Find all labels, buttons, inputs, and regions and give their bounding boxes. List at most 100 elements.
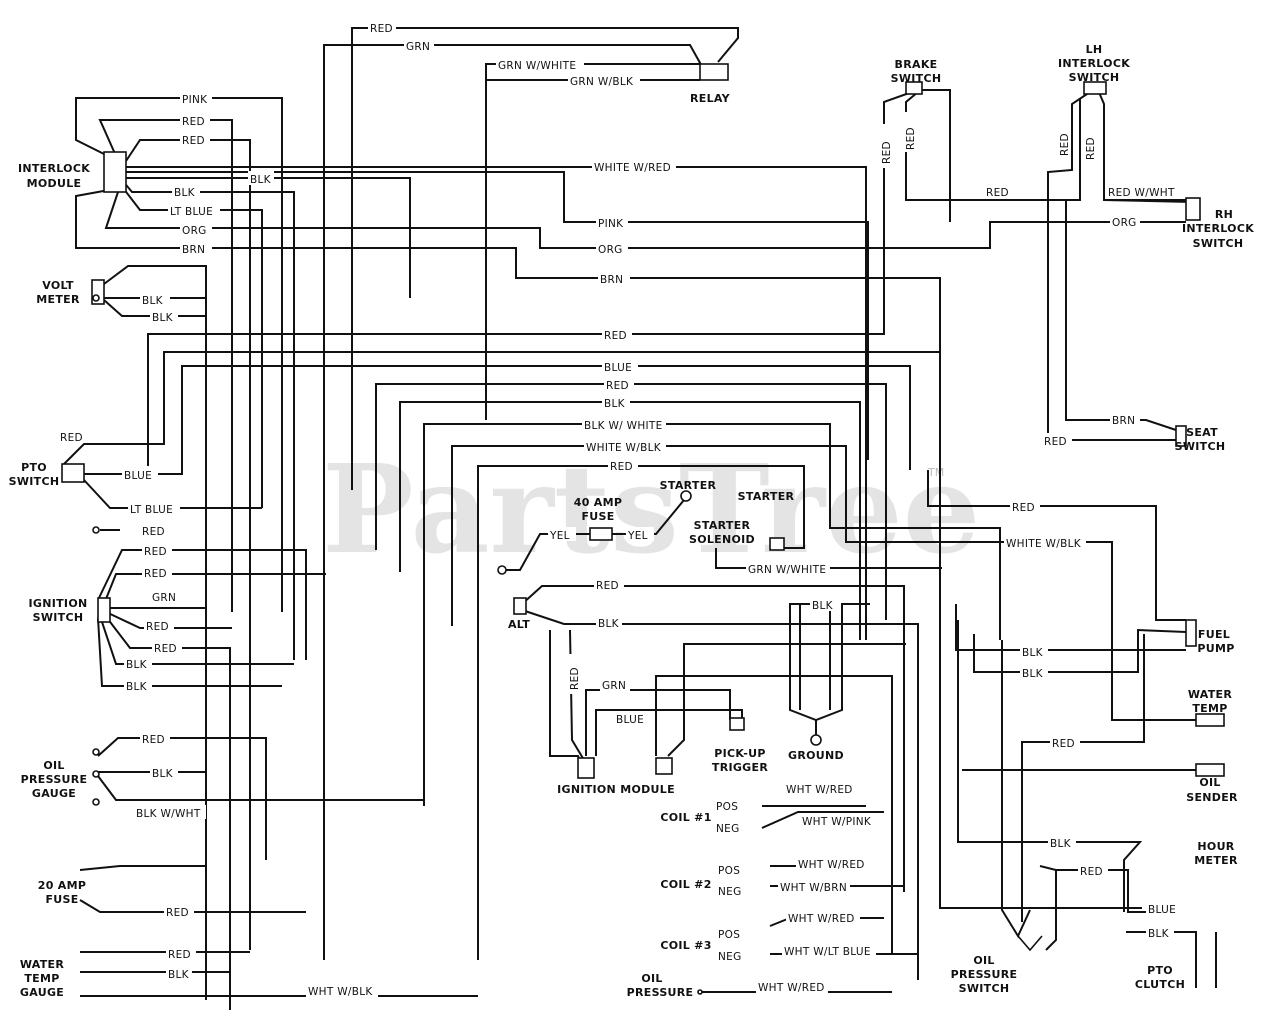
wire-label: RED xyxy=(370,23,393,35)
ground-symbol xyxy=(810,734,822,746)
wire-label: RED xyxy=(1052,738,1075,750)
seat-switch-body xyxy=(1175,425,1187,447)
wire-label: BLK xyxy=(1148,928,1170,940)
brake-switch-body xyxy=(905,81,923,95)
wire-label: BLK xyxy=(598,618,620,630)
wire-label: BLK xyxy=(142,295,164,307)
wire-label: BLK xyxy=(1022,668,1044,680)
wire-label: PINK xyxy=(182,94,208,106)
wire-label: RED xyxy=(596,580,619,592)
pto-switch-body xyxy=(61,463,85,483)
wire-label: BLK xyxy=(152,768,174,780)
interlock-module-body xyxy=(103,151,127,193)
watermark-tm: TM xyxy=(927,466,944,479)
oil-pressure-terminal xyxy=(697,989,703,995)
oil-pressure-gauge-t1 xyxy=(92,748,100,756)
wire-label: RED xyxy=(606,380,629,392)
coil-1-label: COIL #1 xyxy=(660,811,711,824)
wire-label: WHT W/BLK xyxy=(308,986,373,998)
wire-label: WHT W/RED xyxy=(788,913,855,925)
starter-terminal xyxy=(680,490,692,502)
coil-1-pos-label: POS xyxy=(716,801,738,813)
wire-label: WHT W/RED xyxy=(798,859,865,871)
oil-sender-body xyxy=(1195,763,1225,777)
wire-label: GRN W/WHITE xyxy=(498,60,576,72)
wire-label: RED xyxy=(154,643,177,655)
wire-label: RED xyxy=(60,432,83,444)
wire-label: RED xyxy=(1080,866,1103,878)
ignition-module-right xyxy=(655,757,673,775)
wire-label: ORG xyxy=(598,244,623,256)
wire-label: RED xyxy=(166,907,189,919)
pickup-trigger-body xyxy=(729,717,745,731)
wire-label: RED W/WHT xyxy=(1108,187,1175,199)
wire-label: PINK xyxy=(598,218,624,230)
coil-3-label: COIL #3 xyxy=(660,939,711,952)
wire-label: BLK xyxy=(168,969,190,981)
wire-label: WHT W/RED xyxy=(758,982,825,994)
wire-label: BLUE xyxy=(1148,904,1176,916)
coil-1-neg-label: NEG xyxy=(716,823,740,835)
coil-2-pos-label: POS xyxy=(718,865,740,877)
wire-label: RED xyxy=(144,568,167,580)
ground-label: GROUND xyxy=(788,749,844,762)
wire-label: BLUE xyxy=(124,470,152,482)
alt-label: ALT xyxy=(508,618,530,631)
volt-meter-t xyxy=(92,294,100,302)
wire-label: YEL xyxy=(549,530,570,542)
wire-label: BRN xyxy=(182,244,205,256)
battery-terminal xyxy=(497,565,507,575)
wire-label: WHITE W/RED xyxy=(594,162,671,174)
wire-label: GRN xyxy=(406,41,430,53)
wire-label: RED xyxy=(168,949,191,961)
terminal-labels: POS NEG POS NEG POS NEG xyxy=(716,801,742,963)
wires xyxy=(61,27,1217,1010)
wire-label: BLK xyxy=(152,312,174,324)
wire-label: RED xyxy=(1059,133,1071,156)
relay-body xyxy=(699,63,729,81)
wire-label: ORG xyxy=(182,225,207,237)
wire-label: RED xyxy=(144,546,167,558)
relay-label: RELAY xyxy=(690,92,731,105)
wire-label: ORG xyxy=(1112,217,1137,229)
coil-3-pos-label: POS xyxy=(718,929,740,941)
wire-label: BLUE xyxy=(616,714,644,726)
fuse-40-body xyxy=(589,527,613,541)
wire-label: GRN xyxy=(602,680,626,692)
wire-labels: RED GRN GRN W/WHITE GRN W/BLK PINK RED R… xyxy=(60,23,1176,998)
wire-label: WHT W/RED xyxy=(786,784,853,796)
wire-label: GRN xyxy=(152,592,176,604)
wire-label: BRN xyxy=(600,274,623,286)
wire-label: BLK xyxy=(250,174,272,186)
wire-label: RED xyxy=(1044,436,1067,448)
coil-3-neg-label: NEG xyxy=(718,951,742,963)
wire-label: BLK xyxy=(174,187,196,199)
wire-label: GRN W/BLK xyxy=(570,76,634,88)
wire-label: BLK W/WHT xyxy=(136,808,201,820)
wire-label: RED xyxy=(1085,137,1097,160)
wire-label: RED xyxy=(881,141,893,164)
wire-label: RED xyxy=(146,621,169,633)
component-shapes xyxy=(61,63,1225,995)
lh-interlock-switch-body xyxy=(1083,81,1107,95)
coil-2-label: COIL #2 xyxy=(660,878,711,891)
oil-pressure-gauge-t2 xyxy=(92,770,100,778)
